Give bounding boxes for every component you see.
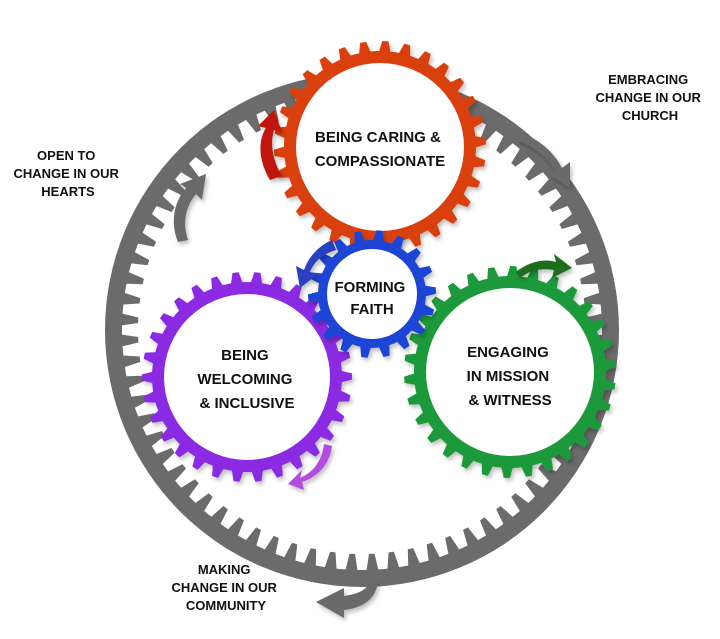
- gear-faith-face: [327, 249, 417, 339]
- outer-label-church: EMBRACING CHANGE IN OUR CHURCH: [595, 72, 704, 123]
- arrow-faith-icon: [296, 240, 336, 288]
- gear-caring-label: BEING CARING & COMPASSIONATE: [315, 129, 445, 170]
- gear-mission: [404, 266, 616, 478]
- arrow-mission-icon: [516, 254, 572, 278]
- gear-caring-face: [296, 63, 464, 231]
- gear-faith: [308, 230, 436, 358]
- arrow-caring-icon: [258, 110, 282, 180]
- gear-welcoming: [142, 272, 352, 482]
- arrow-welcoming-icon: [288, 444, 332, 490]
- gear-welcoming-label: BEING WELCOMING & INCLUSIVE: [197, 347, 296, 412]
- gear-mission-face: [426, 288, 594, 456]
- gear-caring: [274, 41, 486, 253]
- arrow-hearts-icon: [173, 174, 206, 242]
- arrow-community-icon: [316, 580, 378, 618]
- gear-mission-label: ENGAGING IN MISSION & WITNESS: [467, 344, 554, 409]
- outer-label-community: MAKING CHANGE IN OUR COMMUNITY: [171, 562, 280, 613]
- gear-welcoming-face: [164, 294, 330, 460]
- arrow-church-icon: [516, 132, 570, 188]
- gear-faith-label: FORMING FAITH: [335, 279, 410, 318]
- outer-label-hearts: OPEN TO CHANGE IN OUR HEARTS: [13, 148, 122, 199]
